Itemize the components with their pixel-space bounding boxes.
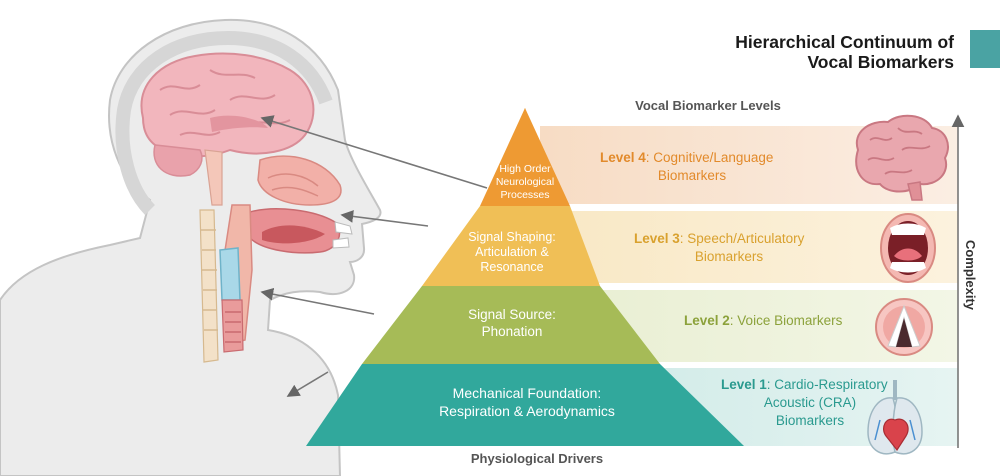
level-3-text: Level 3: Speech/Articulatory Biomarkers bbox=[634, 231, 805, 264]
svg-text:Level 1: Cardio-Respiratory: Level 1: Cardio-Respiratory bbox=[721, 377, 888, 392]
head-brain bbox=[140, 52, 315, 206]
tier-2-label-line-1: Signal Source: bbox=[468, 307, 556, 322]
tier-1-label-line-2: Respiration & Aerodynamics bbox=[439, 403, 615, 419]
pyramid bbox=[306, 108, 744, 446]
lungs-heart-icon bbox=[867, 380, 923, 455]
level-4-name-line-2: Biomarkers bbox=[658, 168, 727, 183]
svg-text:Level 4: Cognitive/Language: Level 4: Cognitive/Language bbox=[600, 150, 773, 165]
level-4-name-line-1: Cognitive/Language bbox=[653, 150, 773, 165]
tier-1-label-line-1: Mechanical Foundation: bbox=[453, 385, 602, 401]
complexity-axis: Complexity bbox=[951, 114, 978, 448]
level-3-name-line-1: Speech/Articulatory bbox=[687, 231, 804, 246]
tier-2-label-line-2: Phonation bbox=[482, 324, 543, 339]
tier-3-label-line-1: Signal Shaping: bbox=[468, 230, 556, 244]
arrow-level-1 bbox=[286, 371, 329, 397]
tier-3-label-line-2: Articulation & bbox=[475, 245, 549, 259]
levels-header: Vocal Biomarker Levels bbox=[635, 98, 781, 113]
title-line-1: Hierarchical Continuum of bbox=[735, 32, 954, 52]
pyramid-labels: High Order Neurological Processes Signal… bbox=[439, 163, 615, 419]
pyramid-tier-1 bbox=[306, 364, 744, 446]
level-2-number: Level 2 bbox=[684, 313, 730, 328]
pyramid-tier-2 bbox=[362, 286, 660, 364]
tier-4-label-line-1: High Order bbox=[499, 163, 551, 175]
complexity-label: Complexity bbox=[963, 240, 978, 311]
level-2-name-line-1: Voice Biomarkers bbox=[737, 313, 842, 328]
connector-arrows bbox=[260, 115, 488, 397]
brain-icon bbox=[855, 114, 949, 201]
drivers-footer: Physiological Drivers bbox=[471, 451, 603, 466]
level-1-name-line-2: Acoustic (CRA) bbox=[764, 395, 856, 410]
pyramid-tier-3 bbox=[422, 206, 600, 286]
level-2-text: Level 2: Voice Biomarkers bbox=[684, 313, 843, 328]
mouth-icon bbox=[880, 213, 936, 283]
level-3-name-line-2: Biomarkers bbox=[695, 249, 764, 264]
arrow-level-4 bbox=[260, 115, 488, 189]
title-line-2: Vocal Biomarkers bbox=[807, 52, 954, 72]
tier-4-label-line-2: Neurological bbox=[496, 176, 554, 188]
pyramid-tier-4-fill bbox=[480, 108, 570, 206]
tier-3-label-line-3: Resonance bbox=[480, 260, 543, 274]
level-3-number: Level 3 bbox=[634, 231, 680, 246]
level-1-name-line-1: Cardio-Respiratory bbox=[774, 377, 888, 392]
title-accent-square bbox=[970, 30, 1000, 68]
arrow-level-3 bbox=[340, 210, 429, 227]
level-4-text: Level 4: Cognitive/Language Biomarkers bbox=[600, 150, 773, 183]
arrow-level-2 bbox=[260, 287, 375, 315]
level-1-name-line-3: Biomarkers bbox=[776, 413, 845, 428]
level-4-number: Level 4 bbox=[600, 150, 646, 165]
title-block: Hierarchical Continuum of Vocal Biomarke… bbox=[735, 30, 1000, 72]
svg-text:Level 2: Voice Biomarkers: Level 2: Voice Biomarkers bbox=[684, 313, 843, 328]
svg-text:Level 3: Speech/Articulatory: Level 3: Speech/Articulatory bbox=[634, 231, 805, 246]
level-1-number: Level 1 bbox=[721, 377, 767, 392]
level-1-text: Level 1: Cardio-Respiratory Acoustic (CR… bbox=[721, 377, 888, 428]
head-anatomy-illustration bbox=[0, 18, 382, 476]
tier-4-label-line-3: Processes bbox=[500, 189, 549, 201]
vocal-folds-icon bbox=[875, 298, 933, 356]
